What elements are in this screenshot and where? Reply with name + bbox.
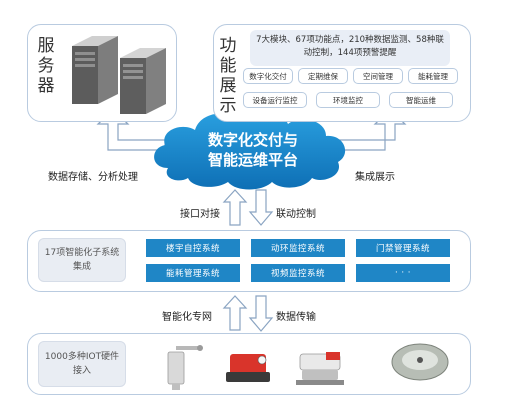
chip-space-management: 空间管理 (353, 68, 403, 84)
devices-summary: 1000多种IOT硬件接入 (38, 341, 126, 387)
system-building-automation: 楼宇自控系统 (146, 239, 240, 257)
transfer-down-arrow (248, 295, 274, 332)
system-more: · · · (356, 264, 450, 282)
linkage-down-arrow (248, 189, 274, 226)
system-energy-management: 能耗管理系统 (146, 264, 240, 282)
chip-maintenance: 定期维保 (298, 68, 348, 84)
label-linkage: 联动控制 (276, 209, 316, 220)
label-network: 智能化专网 (162, 312, 212, 323)
subsystems-summary: 17项智能化子系统集成 (38, 238, 126, 282)
label-interface: 接口对接 (180, 209, 220, 220)
server-icon-2 (120, 48, 166, 114)
round-meter-icon (391, 343, 449, 381)
server-icon-1 (72, 36, 118, 104)
label-integration: 集成展示 (355, 172, 395, 183)
red-actuator-icon (226, 354, 270, 382)
label-transfer: 数据传输 (276, 312, 316, 323)
sensor-probe-icon (167, 345, 203, 390)
system-access-control: 门禁管理系统 (356, 239, 450, 257)
label-storage: 数据存储、分析处理 (48, 172, 138, 183)
chip-equipment-monitor: 设备运行监控 (243, 92, 307, 108)
chip-environment-monitor: 环境监控 (316, 92, 380, 108)
system-power-env-monitor: 动环监控系统 (251, 239, 345, 257)
network-up-arrow (222, 295, 248, 331)
interface-up-arrow (222, 189, 248, 226)
chip-energy-management: 能耗管理 (408, 68, 458, 84)
valve-actuator-icon (296, 352, 344, 385)
function-summary: 7大模块、67项功能点，210种数据监测、58种联动控制，144项预警提醒 (250, 30, 450, 66)
platform-line-1: 数字化交付与 (207, 131, 298, 149)
server-title: 服务器 (37, 36, 55, 96)
function-title: 功能展示 (219, 36, 237, 116)
platform-title: 数字化交付与 智能运维平台 (178, 130, 328, 170)
platform-cloud (154, 110, 346, 190)
chip-digital-delivery: 数字化交付 (243, 68, 293, 84)
system-video-surveillance: 视频监控系统 (251, 264, 345, 282)
platform-line-2: 智能运维平台 (207, 151, 298, 169)
chip-smart-ops: 智能运维 (389, 92, 453, 108)
